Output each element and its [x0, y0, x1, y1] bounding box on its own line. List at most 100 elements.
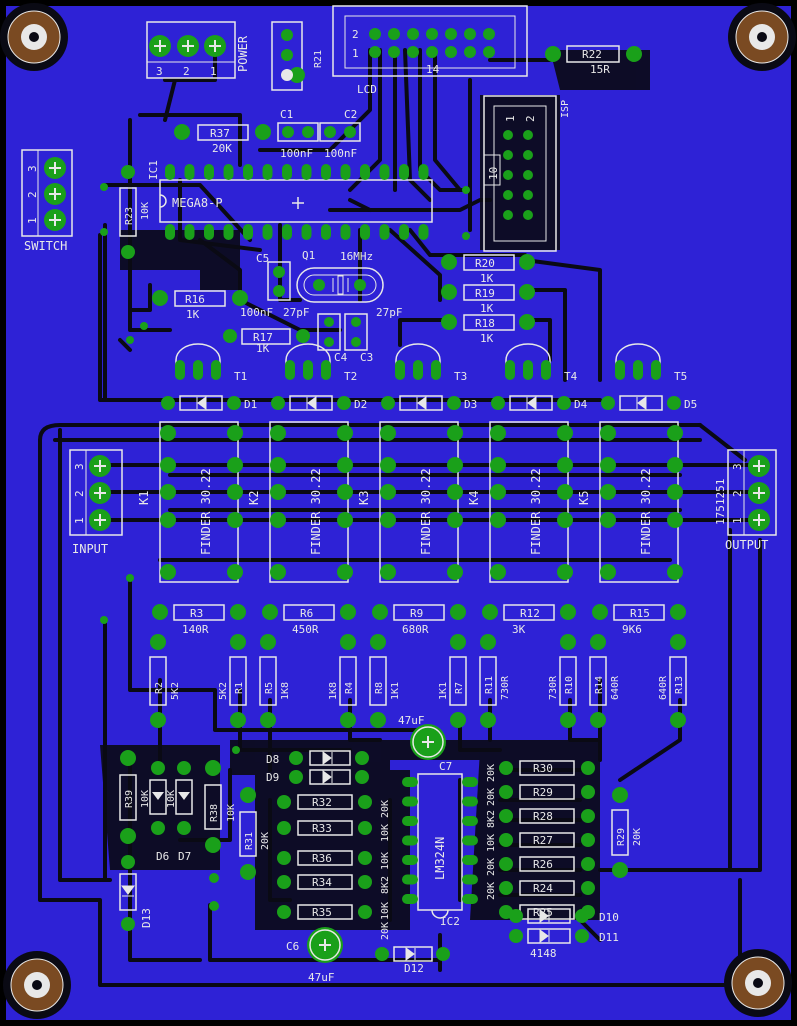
resistor-pad [152, 604, 168, 620]
isp-pin-1: 1 [504, 115, 517, 122]
screw-terminal-icon [204, 35, 226, 57]
ic2-pin [462, 796, 478, 807]
ic2-lm324: LM324N IC2 [402, 773, 478, 928]
transistor-pin [651, 360, 661, 380]
transistor-label: T4 [564, 370, 578, 383]
resistor-body [339, 656, 357, 706]
r20-value: 1K [480, 272, 494, 285]
r20-resistor: R20 1K [441, 254, 535, 285]
power-pin-2: 2 [183, 65, 190, 78]
mount-hole-icon [724, 949, 792, 1017]
transistor-pin [633, 360, 643, 380]
d7-diode: 10K D7 [166, 761, 193, 863]
resistor-value: 10K [380, 852, 391, 870]
relay-pad [337, 512, 353, 528]
ic1-pin [360, 224, 370, 240]
ic1-pin [379, 224, 390, 240]
c1-value: 100nF [280, 147, 313, 160]
resistor-value: 680R [402, 623, 429, 636]
resistor-value: 640R [658, 675, 669, 700]
screw-terminal-icon [89, 482, 111, 504]
c2-value: 100nF [324, 147, 357, 160]
relay-pad [227, 457, 243, 473]
relay-pad [160, 512, 176, 528]
ic2-pin [462, 855, 478, 865]
transistor-pin [193, 360, 203, 380]
relay-pad [447, 564, 463, 580]
switch-label: SWITCH [24, 239, 67, 253]
resistor-pad [480, 634, 496, 650]
resistor-ref: R12 [520, 607, 540, 620]
resistor-pad [450, 634, 466, 650]
relay-body [379, 421, 459, 583]
resistor-body [149, 656, 167, 706]
isp-pin-10: 10 [487, 167, 500, 180]
transistor-pin [541, 360, 551, 380]
resistor-pad [499, 881, 513, 895]
resistor-body [173, 604, 225, 621]
output-pin-3: 3 [731, 463, 744, 470]
r20-label: R20 [475, 257, 495, 270]
ic1-pin [243, 224, 253, 240]
ic2-pin [462, 835, 478, 846]
relay-pad [337, 425, 353, 441]
input-pin-3: 3 [73, 463, 86, 470]
resistor-value: 20K [380, 800, 391, 818]
resistor-r32: R32 [277, 794, 372, 810]
ic1-pin [204, 164, 214, 180]
output-label: OUTPUT [725, 538, 768, 552]
relay-pad [380, 512, 396, 528]
ic1-pin [379, 164, 390, 180]
resistor-r24: R24 [499, 880, 595, 896]
isp-label: ISP [560, 100, 571, 118]
resistor-pad [260, 712, 276, 728]
c2-label: C2 [344, 108, 357, 121]
ic1-pin [184, 164, 195, 180]
ic1-ref: IC1 [147, 160, 160, 180]
relay-pad [380, 484, 396, 500]
switch-pin-2: 2 [26, 191, 39, 198]
transistor-label: T5 [674, 370, 687, 383]
screw-terminal-icon [748, 509, 770, 531]
resistor-pad [581, 785, 595, 799]
resistor-r35: R35 [277, 904, 372, 920]
switch-pin-1: 1 [26, 217, 39, 224]
resistor-pad [670, 634, 686, 650]
resistor-body [297, 794, 353, 810]
resistor-value: 20K [486, 788, 497, 806]
r38-resistor: R38 10K [204, 760, 237, 853]
relay-pad [667, 457, 683, 473]
power-pin-1: 1 [210, 65, 217, 78]
d13-diode: D13 [119, 855, 153, 931]
c4-label: C4 [334, 351, 348, 364]
switch-connector: 3 2 1 SWITCH [21, 149, 73, 253]
r37-value: 20K [212, 142, 232, 155]
lcd-label: LCD [357, 83, 377, 96]
relay-ref: K2 [247, 491, 261, 505]
relay-body [269, 421, 349, 583]
input-label: INPUT [72, 542, 108, 556]
d11-value: 4148 [530, 947, 557, 960]
output-pin-2: 2 [731, 490, 744, 497]
resistor-ref: R11 [484, 676, 495, 694]
relay-pad [600, 512, 616, 528]
resistor-ref: R33 [312, 822, 332, 835]
r21-trimmer: R21 [271, 21, 324, 91]
resistor-body [259, 656, 277, 706]
ic1-value: MEGA8-P [172, 196, 223, 210]
relay-ref: K5 [577, 491, 591, 505]
c3-value: 27pF [376, 306, 403, 319]
resistor-ref: R34 [312, 876, 332, 889]
resistor-value: 20K [486, 764, 497, 782]
resistor-ref: R32 [312, 796, 332, 809]
c5-capacitor: C5 100nF [240, 252, 291, 319]
ic1-pin [262, 224, 273, 240]
mount-holes [0, 3, 796, 1019]
r38-label: R38 [209, 804, 220, 822]
diode-pad [337, 396, 351, 410]
transistor-outline [285, 343, 331, 375]
relay-ref: K1 [137, 491, 151, 505]
transistor-outline [395, 343, 441, 375]
